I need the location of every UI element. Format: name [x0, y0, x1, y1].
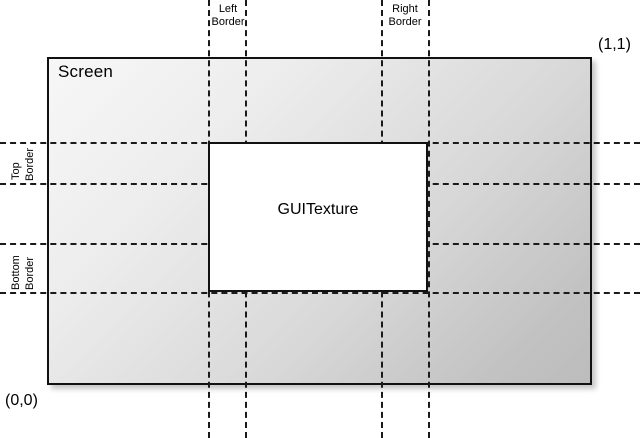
corner-label-origin: (0,0) — [5, 392, 38, 409]
right-border-label-line1: Right — [392, 3, 418, 15]
top-border-label-line2: Border — [24, 147, 36, 181]
horizontal-guide-bottom-outer — [0, 292, 640, 294]
guitexture-label: GUITexture — [277, 201, 359, 218]
left-border-label-line2: Border — [211, 16, 245, 28]
right-border-label-line2: Border — [388, 16, 422, 28]
bottom-border-label-line2: Border — [24, 256, 36, 290]
guitexture-rectangle — [208, 142, 428, 292]
vertical-guide-right-outer — [428, 0, 430, 438]
top-border-label-line1: Top — [10, 162, 22, 180]
bottom-border-label-line1: Bottom — [10, 255, 22, 290]
left-border-label-line1: Left — [218, 3, 238, 15]
corner-label-max: (1,1) — [598, 36, 631, 53]
screen-label: Screen — [58, 62, 114, 81]
